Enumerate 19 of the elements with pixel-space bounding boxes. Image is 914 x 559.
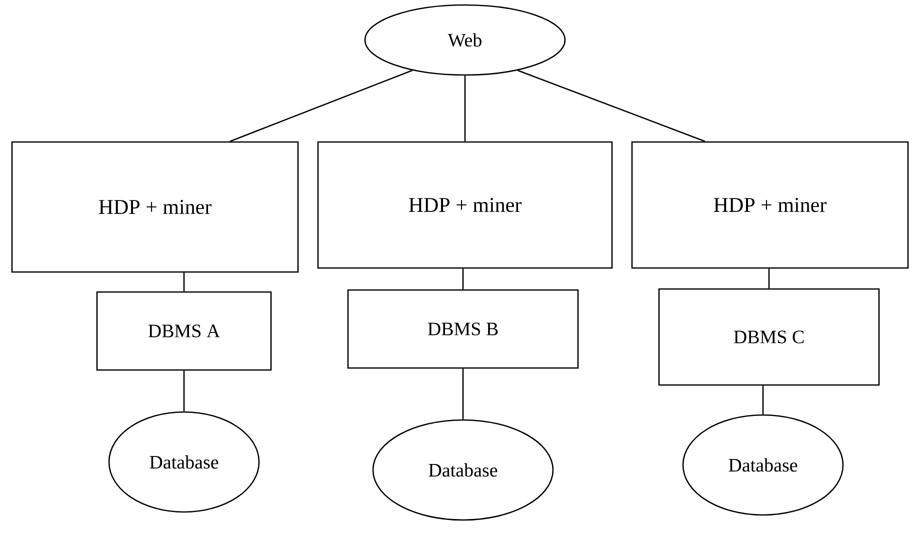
ellipse-node: Web (364, 4, 566, 76)
ellipse-node: Database (372, 419, 554, 521)
process-box: HDP + miner (317, 141, 613, 269)
ellipse-node: Database (108, 411, 260, 513)
connector-line (464, 76, 466, 142)
connector-line (230, 70, 413, 142)
connector-line (183, 370, 185, 412)
connector-line (768, 268, 770, 288)
connector-line (762, 386, 764, 414)
connector-line (462, 268, 464, 290)
connector-line (517, 70, 706, 142)
process-box: HDP + miner (11, 141, 299, 273)
process-box: DBMS C (658, 288, 880, 386)
ellipse-node: Database (682, 414, 844, 516)
process-box: DBMS A (96, 291, 272, 371)
connector-line (462, 368, 464, 420)
process-box: HDP + miner (631, 141, 909, 269)
process-box: DBMS B (347, 289, 579, 369)
connector-line (183, 272, 185, 292)
